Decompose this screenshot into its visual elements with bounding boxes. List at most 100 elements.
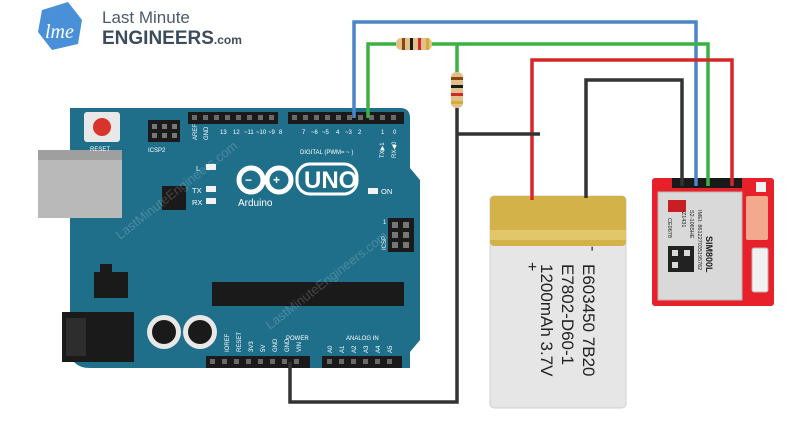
power-pin-label: GND: [273, 338, 279, 352]
battery-line2: E7802-D60-1: [558, 264, 577, 365]
analog-pin-label: A4: [376, 345, 382, 353]
arduino-logo: − + UNO Arduino: [236, 162, 359, 209]
led-rx: [206, 198, 216, 204]
analog-label: ANALOG IN: [346, 336, 379, 342]
power-pin-label: 5V: [261, 345, 267, 352]
qr-detail: [672, 262, 678, 268]
voltage-regulator: [94, 272, 128, 298]
sim-logo-badge: [668, 200, 686, 212]
sim-led: [756, 182, 766, 192]
aref-label: AREF: [193, 124, 199, 140]
usb-connector-shade: [38, 150, 122, 160]
sim-antenna-pad: [751, 247, 769, 293]
analog-pin-label: A3: [364, 345, 370, 353]
gnd-label: GND: [204, 126, 210, 140]
capacitor-left: [147, 315, 181, 349]
sim-tiny-line: IMEI: 861227035195762: [696, 210, 702, 270]
tx-pin-label: TX▶1: [380, 142, 386, 158]
sim-ce-mark: CE0678: [666, 218, 672, 238]
digital-pin-label: ~3: [345, 130, 353, 136]
rx-pin-label: RX◀0: [392, 141, 398, 158]
wire-green-right: [432, 42, 710, 186]
sim-tiny-line: S2-1065HE: [688, 210, 694, 239]
brand-logo: lme Last Minute ENGINEERS.com: [38, 2, 242, 50]
wires: [288, 20, 734, 404]
icsp-label: ICSP: [382, 236, 388, 250]
wire-black-battery: [584, 78, 684, 198]
brand-suffix: .com: [214, 33, 242, 47]
brand-name-line1: Last Minute: [102, 8, 190, 27]
digital-label: DIGITAL (PWM= ~ ): [300, 150, 353, 156]
brand-engineers: ENGINEERS: [102, 28, 214, 49]
resistor-horizontal: [396, 38, 432, 50]
reset-label: RESET: [90, 147, 110, 153]
power-header: [206, 356, 310, 368]
uno-badge: [295, 162, 359, 196]
arduino-uno-board: RESET ICSP2 AREF GND 13 12 ~11 ~10 ~9 8 …: [38, 108, 420, 368]
digital-pin-label: 13: [220, 130, 227, 136]
digital-header: [188, 112, 404, 124]
resistor-vertical: [451, 72, 463, 108]
icsp-header: [388, 218, 414, 252]
digital-pin-label: 4: [336, 130, 340, 136]
capacitor-right: [183, 315, 217, 349]
led-on: [368, 188, 378, 194]
power-pin-label: GND: [285, 338, 291, 352]
minus-icon: −: [245, 173, 252, 187]
analog-pin-label: A0: [328, 345, 334, 353]
analog-pin-label: A2: [352, 345, 358, 353]
battery-plus: +: [523, 262, 540, 271]
plus-icon: +: [273, 173, 280, 187]
led-rx-label: RX: [192, 198, 202, 207]
sim-qr-code: [668, 246, 694, 272]
analog-pin-label: A5: [388, 345, 394, 353]
digital-pin-label: ~11: [244, 130, 254, 136]
digital-pin-label: ~5: [322, 130, 330, 136]
led-tx: [206, 186, 216, 192]
infinity-left-icon: [236, 165, 266, 195]
atmega-chip: [212, 282, 404, 306]
digital-pin-label: 0: [393, 130, 397, 136]
icsp2-label: ICSP2: [148, 148, 166, 154]
analog-pin-label: A1: [340, 345, 346, 353]
logo-letters: lme: [45, 21, 74, 43]
arduino-brand-text: Arduino: [238, 198, 273, 209]
battery-line3: 1200mAh 3.7V: [537, 264, 556, 377]
led-l: [206, 164, 216, 170]
usb-connector: [38, 150, 122, 218]
regulator-tab: [100, 264, 112, 274]
digital-pin-label: ~10: [256, 130, 267, 136]
qr-detail: [684, 250, 690, 256]
power-pin-labels: IOREF RESET 3V3 5V GND GND VIN: [225, 332, 303, 352]
power-pin-label: IOREF: [225, 333, 231, 352]
usb-chip: [162, 186, 186, 210]
battery-line1: E603450 7B20: [579, 264, 598, 377]
uno-logo-text: UNO: [304, 167, 357, 194]
sim800l-module: SIM800L IMEI: 861227035195762 S2-1065HE …: [652, 178, 774, 306]
wire-blue: [352, 20, 698, 186]
led-l-label: L: [196, 164, 200, 173]
battery-tape-edge: [490, 230, 626, 240]
led-on-label: ON: [381, 187, 392, 196]
icsp2-header: [148, 120, 180, 142]
wire-black-gnd: [288, 108, 459, 404]
icsp-number: 1: [383, 220, 387, 226]
reset-button-cap: [93, 118, 111, 136]
digital-pin-label: ~6: [311, 130, 319, 136]
analog-pin-labels: A0 A1 A2 A3 A4 A5: [328, 345, 394, 353]
digital-pin-label: 7: [302, 130, 306, 136]
analog-header: [322, 356, 402, 368]
logo-badge-icon: [38, 2, 82, 50]
power-jack-detail: [66, 318, 86, 356]
power-pin-label: RESET: [237, 332, 243, 352]
power-pin-label: 3V3: [249, 341, 255, 352]
sim-card-holder: [746, 196, 768, 240]
power-label: POWER: [286, 336, 309, 342]
wire-red: [530, 58, 734, 200]
digital-pin-labels: 13 12 ~11 ~10 ~9 8 7 ~6 ~5 4 ~3 2 1 0: [220, 130, 397, 136]
brand-name-line2: ENGINEERS.com: [102, 28, 242, 49]
power-pin-label: VIN: [297, 342, 303, 352]
wire-green-left: [366, 42, 396, 118]
qr-detail: [672, 250, 678, 256]
